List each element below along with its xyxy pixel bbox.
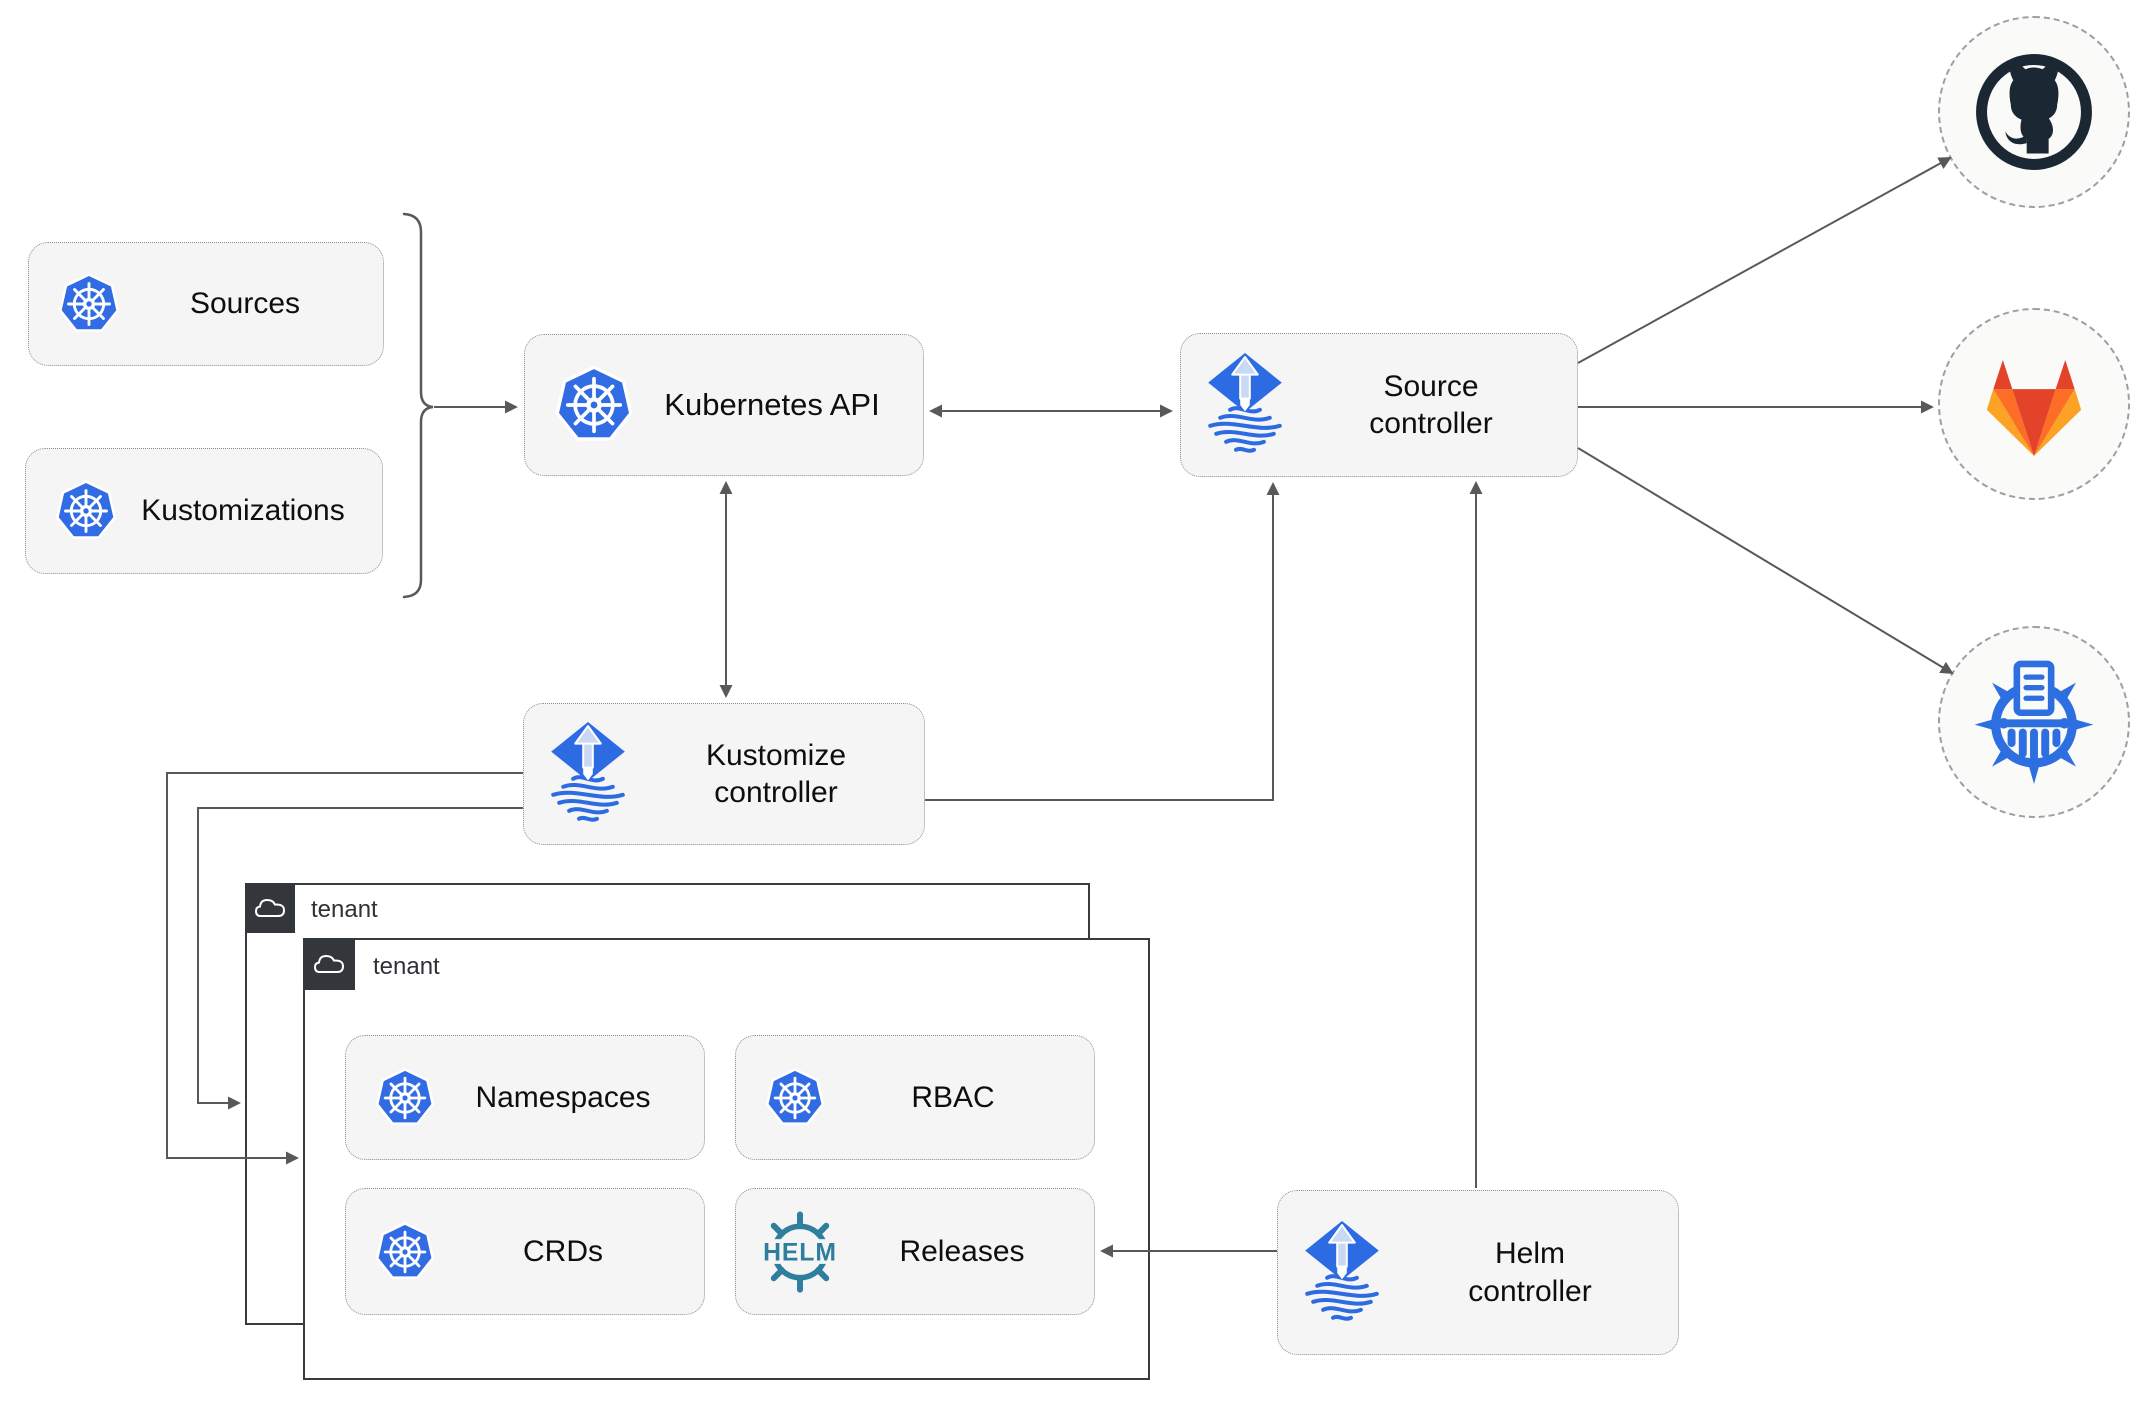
- node-sources: Sources: [28, 242, 384, 366]
- kubernetes-icon: [54, 479, 118, 543]
- grouping-bracket: [402, 212, 434, 599]
- node-helm-controller: Helm controller: [1277, 1190, 1679, 1355]
- provider-gitlab: [1938, 308, 2130, 500]
- node-label: Sources: [189, 287, 301, 321]
- flux-icon: [1302, 1220, 1382, 1326]
- chart-repository-icon: [1974, 660, 2094, 785]
- tenant-label: tenant: [311, 896, 378, 923]
- node-label: Kustomizations: [141, 494, 345, 528]
- helm-logo-text: HELM: [763, 1239, 837, 1266]
- kubernetes-icon: [553, 364, 635, 446]
- cloud-icon: [253, 895, 287, 921]
- node-label: Kubernetes API: [664, 386, 880, 422]
- gitlab-icon: [1986, 359, 2082, 456]
- cloud-icon: [312, 951, 346, 977]
- provider-github: [1938, 16, 2130, 208]
- tenant-badge: [245, 883, 295, 933]
- tenant-label: tenant: [373, 953, 440, 980]
- node-label: Source controller: [1369, 369, 1493, 441]
- tenant-badge: [303, 938, 355, 990]
- kubernetes-icon: [764, 1067, 826, 1129]
- kubernetes-icon: [374, 1067, 436, 1129]
- node-rbac: RBAC: [735, 1035, 1095, 1160]
- helm-icon: HELM: [756, 1208, 844, 1296]
- kubernetes-icon: [374, 1221, 436, 1283]
- node-label: CRDs: [523, 1234, 603, 1268]
- node-kustomize-controller: Kustomize controller: [523, 703, 925, 845]
- provider-chart-repository: [1938, 626, 2130, 818]
- edge-kustomize-to-source-controller: [925, 482, 1280, 801]
- node-label: Namespaces: [475, 1080, 651, 1114]
- node-label: RBAC: [911, 1080, 995, 1114]
- flux-icon: [1205, 352, 1285, 458]
- node-label: Releases: [899, 1234, 1025, 1268]
- node-kustomizations: Kustomizations: [25, 448, 383, 574]
- node-label: Kustomize controller: [705, 738, 847, 810]
- kubernetes-icon: [57, 272, 121, 336]
- flux-icon: [548, 721, 628, 827]
- node-label: Helm controller: [1468, 1237, 1592, 1308]
- github-icon: [1976, 54, 2092, 170]
- node-source-controller: Source controller: [1180, 333, 1578, 477]
- edge-source-controller-to-chart-repository: [1577, 447, 1954, 675]
- node-crds: CRDs: [345, 1188, 705, 1315]
- node-kubernetes-api: Kubernetes API: [524, 334, 924, 476]
- node-namespaces: Namespaces: [345, 1035, 705, 1160]
- edge-source-controller-to-github: [1577, 157, 1952, 364]
- node-releases: HELM Releases: [735, 1188, 1095, 1315]
